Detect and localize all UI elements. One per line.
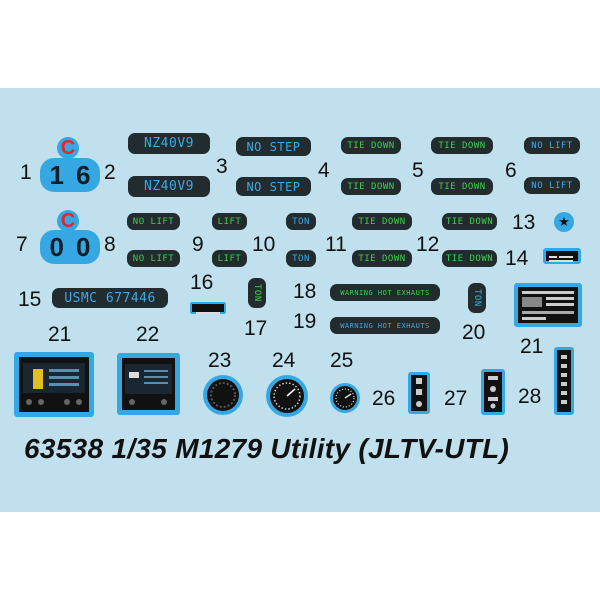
item-number-24: 24 bbox=[272, 349, 296, 372]
digit-one: 1 bbox=[49, 159, 64, 190]
ton-vertical-decal-20: TON bbox=[468, 283, 486, 313]
switch-panel-27-icon bbox=[488, 376, 498, 409]
item-number-21-left: 21 bbox=[48, 323, 72, 346]
speedometer-face-icon bbox=[273, 382, 301, 410]
item-number-14: 14 bbox=[505, 247, 529, 270]
placard-decal-14 bbox=[543, 248, 581, 264]
item-number-20: 20 bbox=[462, 321, 486, 344]
screen-22-inner bbox=[122, 358, 175, 410]
serial-decal-bottom: NZ40V9 bbox=[128, 176, 210, 197]
item-number-16: 16 bbox=[190, 271, 214, 294]
star-icon: ★ bbox=[554, 212, 574, 232]
letter-c-marking-2: C bbox=[57, 210, 79, 232]
tie-down-decal-12b: TIE DOWN bbox=[442, 250, 497, 267]
plate-text-icon bbox=[196, 312, 220, 314]
gauge-icon-25 bbox=[333, 386, 357, 410]
item-number-10: 10 bbox=[252, 233, 276, 256]
number-00-marking: 0 0 bbox=[40, 230, 100, 264]
no-lift-decal-6a: NO LIFT bbox=[524, 137, 580, 154]
switch-panel-26-icon bbox=[416, 378, 422, 407]
item-number-9: 9 bbox=[192, 233, 204, 256]
item-number-28: 28 bbox=[518, 385, 542, 408]
item-number-22: 22 bbox=[136, 323, 160, 346]
item-number-27: 27 bbox=[444, 387, 468, 410]
lift-decal-9a: LIFT bbox=[212, 213, 247, 230]
item-number-18: 18 bbox=[293, 280, 317, 303]
tie-down-decal-11a: TIE DOWN bbox=[352, 213, 412, 230]
ton-decal-10a: TON bbox=[286, 213, 316, 230]
dashboard-screen-decal-21 bbox=[14, 352, 94, 417]
data-plate-inner bbox=[518, 287, 578, 323]
item-number-7: 7 bbox=[16, 233, 28, 256]
switch-strip-decal-28 bbox=[554, 347, 574, 415]
no-lift-decal-6b: NO LIFT bbox=[524, 177, 580, 194]
tie-down-decal-4b: TIE DOWN bbox=[341, 178, 401, 195]
placard-decal-14-inner bbox=[546, 251, 578, 262]
digit-zero-b: 0 bbox=[76, 231, 91, 262]
gauge-decal-23 bbox=[203, 375, 243, 415]
screen-21-display-icon bbox=[23, 363, 85, 405]
item-number-5: 5 bbox=[412, 159, 424, 182]
sheet-title: 63538 1/35 M1279 Utility (JLTV-UTL) bbox=[24, 433, 510, 464]
switch-strip-28-icon bbox=[561, 355, 567, 404]
item-number-8: 8 bbox=[104, 233, 116, 256]
serial-decal-top: NZ40V9 bbox=[128, 133, 210, 154]
number-16-marking: 1 6 bbox=[40, 158, 100, 192]
item-number-19: 19 bbox=[293, 310, 317, 333]
data-plate-decal bbox=[514, 283, 582, 327]
screen-22-display-icon bbox=[125, 364, 172, 405]
screen-21-inner bbox=[19, 357, 89, 412]
item-number-6: 6 bbox=[505, 159, 517, 182]
gauge-decal-24 bbox=[266, 375, 308, 417]
switch-strip-28-inner bbox=[557, 350, 571, 412]
small-plate-decal-16 bbox=[190, 302, 226, 314]
switch-panel-26-inner bbox=[411, 375, 427, 411]
ton-decal-10b: TON bbox=[286, 250, 316, 267]
usmc-serial-decal: USMC 677446 bbox=[52, 288, 168, 308]
no-lift-decal-8a: NO LIFT bbox=[127, 213, 180, 230]
small-plate-inner bbox=[192, 304, 224, 314]
gauge-icon-23 bbox=[207, 379, 239, 411]
ton-vertical-decal-17: TON bbox=[248, 278, 266, 308]
item-number-3: 3 bbox=[216, 155, 228, 178]
item-number-26: 26 bbox=[372, 387, 396, 410]
item-number-4: 4 bbox=[318, 159, 330, 182]
digit-six: 6 bbox=[76, 159, 91, 190]
data-plate-icon bbox=[522, 291, 574, 320]
item-number-23: 23 bbox=[208, 349, 232, 372]
tie-down-decal-5a: TIE DOWN bbox=[431, 137, 493, 154]
item-number-1: 1 bbox=[20, 161, 32, 184]
switch-panel-decal-27 bbox=[481, 369, 505, 415]
item-number-11: 11 bbox=[325, 233, 347, 256]
no-step-decal-bottom: NO STEP bbox=[236, 177, 311, 196]
gauge-decal-25 bbox=[330, 383, 360, 413]
no-step-decal-top: NO STEP bbox=[236, 137, 311, 156]
dashboard-screen-decal-22 bbox=[117, 353, 180, 415]
item-number-13: 13 bbox=[512, 211, 536, 234]
item-number-25: 25 bbox=[330, 349, 354, 372]
tie-down-decal-5b: TIE DOWN bbox=[431, 178, 493, 195]
letter-c-marking: C bbox=[57, 137, 79, 159]
tie-down-decal-4a: TIE DOWN bbox=[341, 137, 401, 154]
switch-panel-decal-26 bbox=[408, 372, 430, 414]
no-lift-decal-8b: NO LIFT bbox=[127, 250, 180, 267]
item-number-12: 12 bbox=[416, 233, 440, 256]
digit-zero-a: 0 bbox=[49, 231, 64, 262]
placard-text-icon bbox=[549, 256, 573, 262]
speedometer-icon bbox=[270, 379, 304, 413]
small-gauge-face-icon bbox=[335, 388, 355, 408]
warning-decal-19: WARNING HOT EXHAUTS bbox=[330, 317, 440, 334]
tie-down-decal-12a: TIE DOWN bbox=[442, 213, 497, 230]
item-number-21-right: 21 bbox=[520, 335, 544, 358]
switch-panel-27-inner bbox=[484, 372, 502, 412]
gauge-face-icon bbox=[210, 382, 236, 408]
item-number-17: 17 bbox=[244, 317, 268, 340]
item-number-2: 2 bbox=[104, 161, 116, 184]
item-number-15: 15 bbox=[18, 288, 42, 311]
lift-decal-9b: LIFT bbox=[212, 250, 247, 267]
tie-down-decal-11b: TIE DOWN bbox=[352, 250, 412, 267]
warning-decal-18: WARNING HOT EXHAUTS bbox=[330, 284, 440, 301]
